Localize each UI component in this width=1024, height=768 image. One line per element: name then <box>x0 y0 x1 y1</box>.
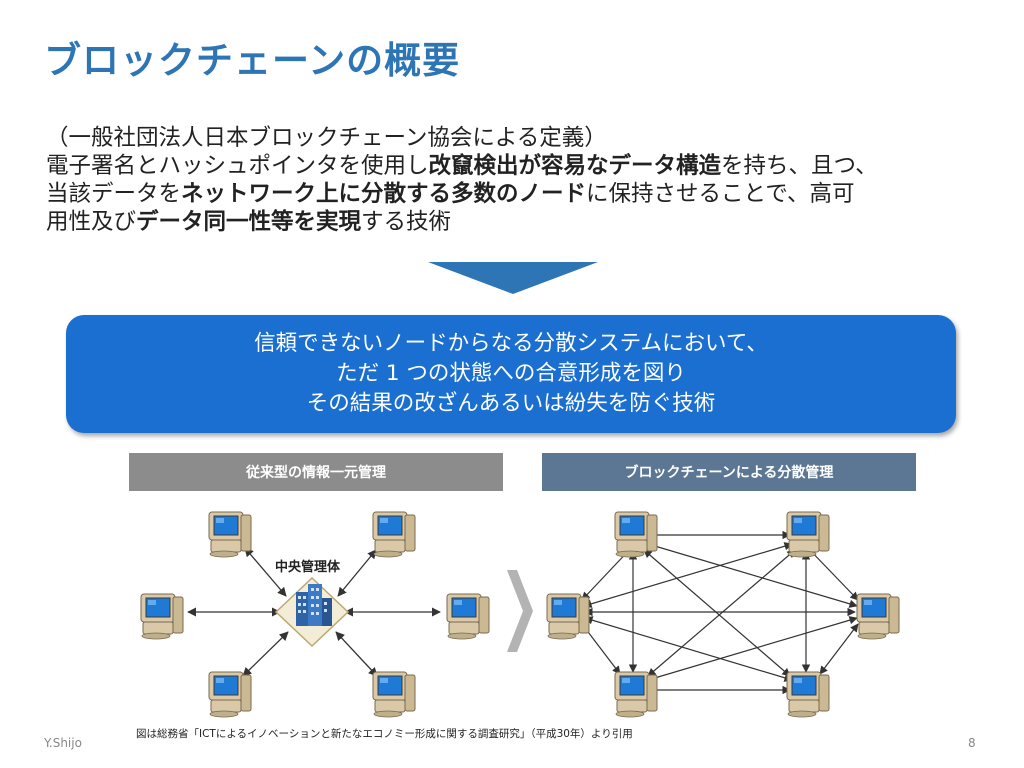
page-number: 8 <box>968 736 976 750</box>
distributed-header: ブロックチェーンによる分散管理 <box>542 453 916 491</box>
summary-line-2: ただ 1 つの状態への合意形成を図り <box>336 361 686 386</box>
definition-emphasis: データ同一性等を実現 <box>136 209 362 235</box>
definition-line-3: 用性及びデータ同一性等を実現する技術 <box>46 208 1006 236</box>
definition-segment: する技術 <box>361 209 452 235</box>
summary-line-1: 信頼できないノードからなる分散システムにおいて、 <box>254 331 768 356</box>
definition-segment: 用性及び <box>46 209 137 235</box>
definition-line-1: 電子署名とハッシュポインタを使用し改竄検出が容易なデータ構造を持ち、且つ、 <box>46 152 1006 180</box>
chevron-right-icon <box>507 570 533 652</box>
computer-icon <box>208 511 252 558</box>
computer-icon <box>614 511 658 558</box>
definition-source: （一般社団法人日本ブロックチェーン協会による定義） <box>46 125 607 151</box>
computer-icon <box>140 593 184 640</box>
computer-icon <box>546 593 590 640</box>
computer-icon <box>614 671 658 718</box>
building-icon <box>274 576 350 648</box>
author-label: Y.Shijo <box>44 736 82 750</box>
computer-icon <box>372 671 416 718</box>
computer-icon <box>786 511 830 558</box>
hub-label: 中央管理体 <box>275 560 341 575</box>
computer-icon <box>446 593 490 640</box>
computer-icon <box>372 511 416 558</box>
definition-text: （一般社団法人日本ブロックチェーン協会による定義） 電子署名とハッシュポインタを… <box>46 124 1006 236</box>
computer-icon <box>208 671 252 718</box>
summary-box: 信頼できないノードからなる分散システムにおいて、 ただ 1 つの状態への合意形成… <box>66 315 956 433</box>
definition-segment: に保持させることで、高可 <box>586 181 855 207</box>
centralized-header: 従来型の情報一元管理 <box>129 453 503 491</box>
definition-emphasis: 改竄検出が容易なデータ構造 <box>428 153 722 179</box>
summary-line-3: その結果の改ざんあるいは紛失を防ぐ技術 <box>306 391 716 416</box>
definition-segment: 当該データを <box>46 181 182 207</box>
definition-emphasis: ネットワーク上に分散する多数のノード <box>181 181 587 207</box>
computer-icon <box>786 671 830 718</box>
source-note: 図は総務省「ICTによるイノベーションと新たなエコノミー形成に関する調査研究」（… <box>136 728 633 740</box>
definition-line-2: 当該データをネットワーク上に分散する多数のノードに保持させることで、高可 <box>46 180 1006 208</box>
slide-title: ブロックチェーンの概要 <box>44 39 461 82</box>
distributed-connections <box>581 530 859 695</box>
definition-segment: を持ち、且つ、 <box>721 153 878 179</box>
definition-segment: 電子署名とハッシュポインタを使用し <box>46 153 429 179</box>
centralized-connections <box>187 547 441 677</box>
computer-icon <box>856 593 900 640</box>
down-arrow-icon <box>428 262 598 294</box>
